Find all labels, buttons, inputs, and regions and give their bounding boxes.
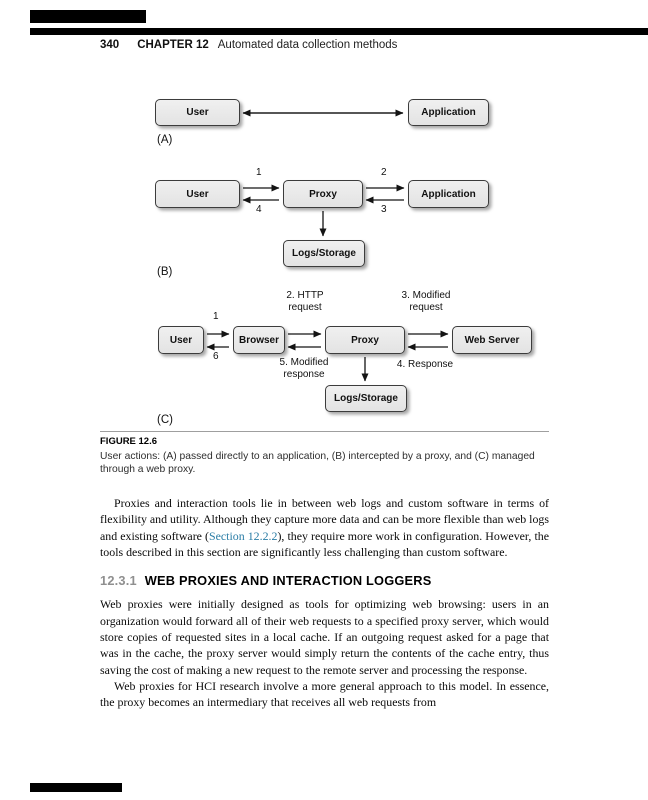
diagram-a-letter: (A) [157, 134, 173, 146]
diagram-c-web-server-box: Web Server [452, 326, 532, 354]
diagram-c-arrow-number-6: 6 [213, 351, 219, 362]
diagram-c-modified-request-label: 3. Modified request [401, 290, 451, 313]
paragraph-proxies-before: Proxies and interaction tools lie in bet… [100, 496, 549, 543]
diagram-c-response-label: 4. Response [396, 359, 454, 370]
diagram-c-user-box: User [158, 326, 204, 354]
footer-bar [30, 783, 122, 792]
diagram-a-user-box: User [155, 99, 240, 126]
diagram-b-logs-box: Logs/Storage [283, 240, 365, 267]
paragraph-web-proxies: Web proxies were initially designed as t… [100, 597, 549, 677]
diagram-b-arrow-number-1: 1 [256, 167, 262, 178]
diagram-b-arrow-number-2: 2 [381, 167, 387, 178]
chapter-title: Automated data collection methods [217, 39, 398, 51]
body-text: Proxies and interaction tools lie in bet… [100, 495, 549, 711]
diagram-c-logs-box: Logs/Storage [325, 385, 407, 412]
diagram-b-user-box: User [155, 180, 240, 208]
section-12-2-2-link[interactable]: Section 12.2.2 [208, 528, 278, 543]
paragraph-proxies: Proxies and interaction tools lie in bet… [100, 495, 549, 560]
diagram-c-browser-box: Browser [233, 326, 285, 354]
diagram-c-arrow-number-1: 1 [213, 311, 219, 322]
diagram-c-letter: (C) [157, 414, 173, 426]
header-bar-thin [30, 28, 648, 35]
diagram-a-application-box: Application [408, 99, 489, 126]
header-bar-thick [30, 10, 146, 23]
figure-label: FIGURE 12.6 [100, 436, 158, 447]
diagram-b-letter: (B) [157, 266, 173, 278]
section-number: 12.3.1 [100, 573, 137, 589]
diagram-c-modified-response-label: 5. Modified response [279, 357, 329, 380]
figure-caption-rule [100, 431, 549, 432]
section-title: WEB PROXIES AND INTERACTION LOGGERS [144, 573, 432, 589]
diagram-c-http-request-label: 2. HTTP request [286, 290, 324, 313]
paragraph-proxies-after: ), they require more work in configurati… [100, 528, 549, 559]
paragraph-hci-research: Web proxies for HCI research involve a m… [100, 678, 549, 710]
diagram-b-proxy-box: Proxy [283, 180, 363, 208]
figure-caption: User actions: (A) passed directly to an … [100, 451, 535, 475]
chapter-label: CHAPTER 12 [137, 39, 209, 51]
diagram-b-arrow-number-4: 4 [256, 204, 262, 215]
diagram-b-arrow-number-3: 3 [381, 204, 387, 215]
section-heading: 12.3.1 WEB PROXIES AND INTERACTION LOGGER… [100, 573, 549, 589]
page-number: 340 [100, 39, 120, 51]
diagram-c-proxy-box: Proxy [325, 326, 405, 354]
diagram-b-application-box: Application [408, 180, 489, 208]
running-header: 340 CHAPTER 12 Automated data collection… [100, 39, 397, 51]
